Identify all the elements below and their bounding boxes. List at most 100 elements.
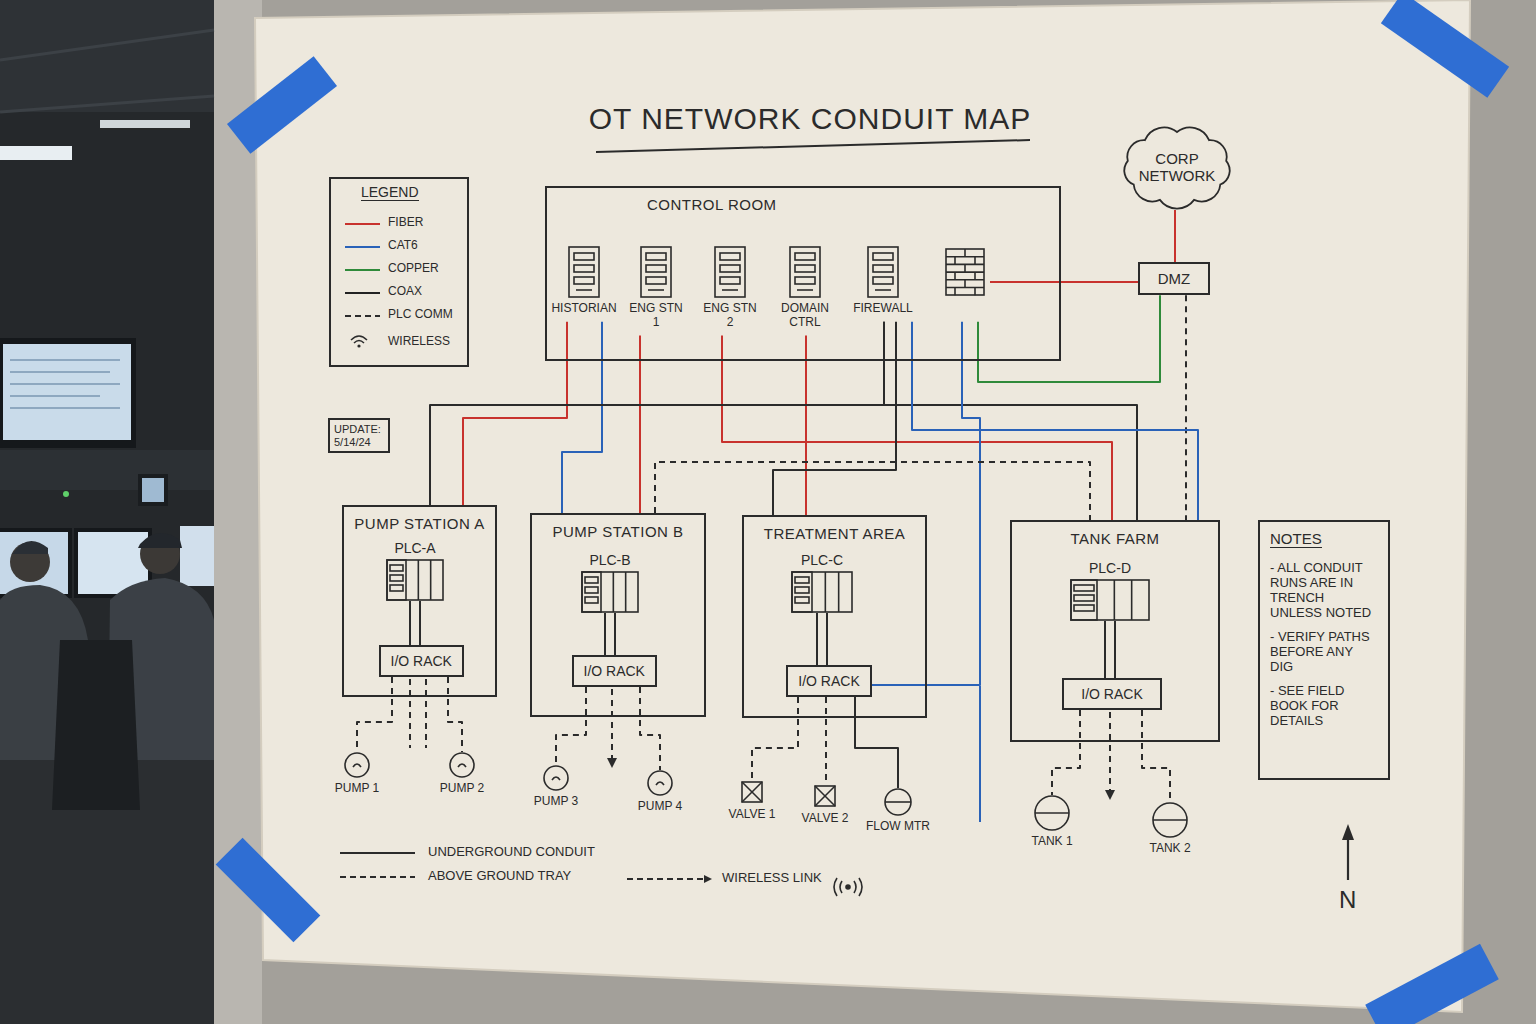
drop-arrowheads: [607, 758, 617, 768]
node-label: VALVE 2: [795, 812, 855, 826]
control-room-photo: [138, 474, 168, 506]
conduit-line: [816, 613, 818, 665]
valve-icon: [742, 782, 762, 802]
server-icon: [720, 265, 740, 272]
legend-sample: [340, 877, 415, 878]
pump-icon: [656, 782, 664, 785]
firewall-icon: [946, 271, 984, 273]
legend-entry: CAT6: [388, 239, 418, 253]
legend-entry: FIBER: [388, 216, 423, 230]
meter-icon: [884, 788, 912, 816]
label-anchor: N: [1339, 886, 1356, 914]
title-underline: [596, 140, 1030, 152]
control-room-photo: [100, 120, 190, 128]
conduit-line: [430, 322, 884, 505]
field-drops: [410, 679, 1110, 792]
paper-sheet: [255, 0, 1470, 1012]
server-icon: [722, 289, 738, 291]
wireless-symbol: [846, 885, 850, 889]
plc-icon: [625, 572, 627, 612]
conduit-run: [1175, 210, 1176, 262]
conduit-line: [884, 322, 1137, 520]
conduit-line: [978, 295, 1160, 382]
server-node: HISTORIAN: [548, 246, 620, 322]
plc-icon: [581, 571, 639, 613]
node-label: HISTORIAN: [548, 302, 620, 316]
blue-tape: [216, 838, 321, 943]
conduit-run: [912, 322, 1198, 520]
north-arrow: [1342, 824, 1354, 840]
cable-run: [979, 686, 981, 822]
wireless-symbol: [834, 878, 862, 896]
legend-swatch: [345, 223, 380, 225]
pump-icon: [344, 752, 370, 778]
node-label: FLOW MTR: [860, 820, 936, 834]
note-item: - VERIFY PATHS BEFORE ANY DIG: [1270, 630, 1378, 675]
valve-icon: [815, 786, 835, 806]
server-icon: [795, 265, 815, 272]
control-room-photo: [0, 0, 214, 112]
conduit-run: [826, 697, 827, 784]
firewall-icon: [946, 287, 984, 289]
valve-icon: [815, 786, 835, 806]
plc-icon: [390, 585, 403, 591]
notes-heading: NOTES: [1270, 530, 1322, 548]
control-room-photo: [63, 491, 69, 497]
pump-icon: [450, 753, 474, 777]
valve-icon: [742, 782, 762, 802]
node-label: I/O RACK: [798, 673, 860, 689]
conduit-run: [722, 336, 1112, 520]
node-label: PUMP STATION B: [532, 515, 704, 540]
blue-tape: [227, 56, 337, 154]
control-room-photo: [3, 344, 131, 440]
plc-icon: [1074, 585, 1094, 591]
control-room-photo: [10, 360, 120, 408]
conduit-line: [655, 462, 1090, 520]
tank-icon: [1034, 795, 1070, 831]
conduit-run: [556, 687, 586, 765]
node-label: TANK 2: [1136, 842, 1204, 856]
plc-icon: [1131, 580, 1133, 620]
legend-label: ABOVE GROUND TRAY: [428, 869, 571, 884]
legend-line: [340, 852, 415, 854]
rack-box: I/O RACK: [572, 655, 657, 687]
tank-icon: [1153, 803, 1187, 837]
server-icon: [867, 246, 899, 298]
tank-icon: [1152, 802, 1188, 838]
cloud-outline: [1124, 127, 1229, 208]
firewall-icon: [974, 272, 976, 280]
legend-sample: [345, 293, 380, 294]
node-label: CORP NETWORK: [1134, 150, 1220, 185]
control-room-photo: [0, 30, 214, 112]
plc-icon: [582, 572, 601, 612]
update-box: UPDATE: 5/14/24: [328, 418, 390, 453]
server-icon: [720, 277, 740, 284]
server-icon: [715, 247, 745, 297]
plc-icon: [582, 572, 638, 612]
server-icon: [795, 277, 815, 284]
legend-entry: WIRELESS: [388, 335, 450, 349]
device-column: ENG STN 2: [700, 246, 760, 330]
rack-box: I/O RACK: [379, 645, 464, 677]
plc-icon: [387, 560, 443, 600]
wireless-symbol: [834, 878, 862, 896]
legend-sample: [340, 853, 415, 854]
area-box: PUMP STATION APLC-AI/O RACK: [342, 505, 497, 697]
plc-node: PLC-B: [575, 552, 645, 613]
pump-icon: [345, 753, 369, 777]
field-device: VALVE 2: [795, 784, 855, 826]
server-icon: [646, 277, 666, 284]
conduit-line: [357, 677, 392, 752]
node-label: I/O RACK: [1074, 686, 1150, 702]
legend-label: COAX: [388, 285, 422, 299]
node-label: PLC-D: [1068, 560, 1152, 576]
pump-icon: [544, 766, 568, 790]
conduit-line: [722, 336, 1112, 520]
blue-tape: [1381, 0, 1509, 98]
server-node: ENG STN 1: [626, 246, 686, 336]
conduit-run: [773, 322, 896, 515]
legend-label: FIBER: [388, 216, 423, 230]
node-label: DMZ: [1150, 270, 1198, 287]
